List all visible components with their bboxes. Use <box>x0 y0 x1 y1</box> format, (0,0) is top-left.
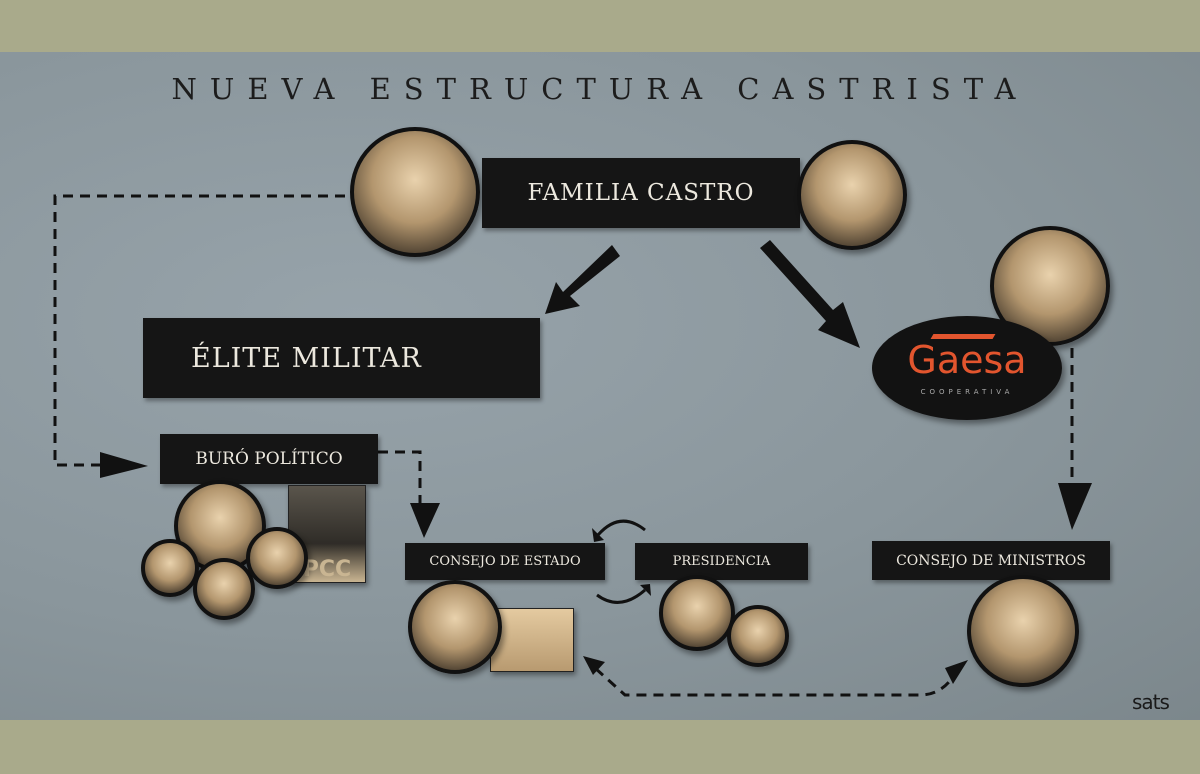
label-buro-politico: BURÓ POLÍTICO <box>160 434 378 484</box>
capitol-photo <box>490 608 574 672</box>
label-elite-militar: ÉLITE MILITAR <box>143 318 540 398</box>
portrait-castro-2 <box>797 140 907 250</box>
label-consejo-ministros: CONSEJO DE MINISTROS <box>872 541 1110 580</box>
bottom-band <box>0 720 1200 774</box>
gaesa-name: Gaesa <box>907 338 1027 382</box>
arrowhead <box>410 503 440 538</box>
portrait-estado <box>408 580 502 674</box>
arrowhead <box>100 452 148 478</box>
watermark-logo: sats <box>1132 690 1170 714</box>
dashed-connector-castro-buro <box>53 194 345 467</box>
dashed-connector-ministros-estado <box>593 666 960 697</box>
pcc-photo-text: PCC <box>302 557 352 582</box>
arrow-castro-gaesa <box>760 240 860 348</box>
portrait-presidencia-1 <box>659 575 735 651</box>
portrait-buro-3 <box>193 558 255 620</box>
arrowhead <box>583 656 605 675</box>
gaesa-subtitle: COOPERATIVA <box>920 388 1014 396</box>
portrait-buro-2 <box>141 539 199 597</box>
portrait-presidencia-2 <box>727 605 789 667</box>
arrowhead <box>945 660 968 684</box>
arrow-castro-elite <box>545 245 620 314</box>
arrowhead <box>1058 483 1092 530</box>
label-consejo-estado: CONSEJO DE ESTADO <box>405 543 605 580</box>
label-familia-castro: FAMILIA CASTRO <box>482 158 800 228</box>
gaesa-logo: Gaesa COOPERATIVA <box>872 316 1062 420</box>
portrait-buro-4 <box>246 527 308 589</box>
cycle-arrows <box>596 519 646 604</box>
diagram-title: NUEVA ESTRUCTURA CASTRISTA <box>171 72 1029 106</box>
portrait-castro-1 <box>350 127 480 257</box>
top-band <box>0 0 1200 52</box>
portrait-ministros <box>967 575 1079 687</box>
dashed-connector-buro-estado <box>378 450 422 505</box>
label-presidencia: PRESIDENCIA <box>635 543 808 580</box>
